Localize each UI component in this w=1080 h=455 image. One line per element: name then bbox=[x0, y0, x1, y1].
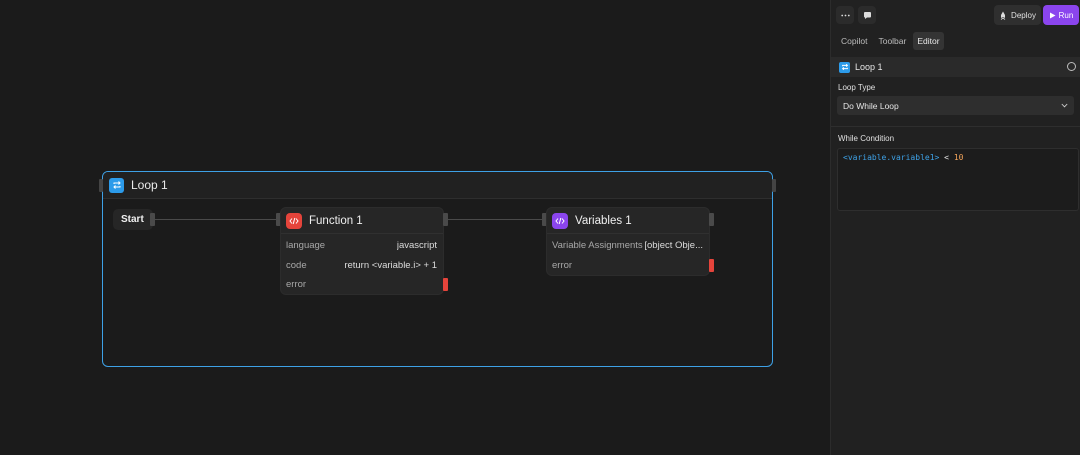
panel-tabs: Copilot Toolbar Editor bbox=[831, 30, 1080, 52]
row-key: code bbox=[286, 259, 307, 271]
loop-icon bbox=[839, 61, 850, 73]
start-label: Start bbox=[121, 214, 144, 225]
function-node-title: Function 1 bbox=[309, 214, 363, 227]
deploy-button[interactable]: Deploy bbox=[994, 5, 1041, 25]
locate-icon[interactable] bbox=[1067, 62, 1076, 71]
chat-bubble-icon[interactable] bbox=[858, 6, 876, 24]
row-value: [object Obje... bbox=[644, 240, 703, 252]
function-output-handle[interactable] bbox=[443, 213, 448, 226]
rocket-icon bbox=[1000, 11, 1006, 20]
variables-output-handle[interactable] bbox=[709, 213, 714, 226]
loop-type-label: Loop Type bbox=[838, 83, 876, 92]
divider bbox=[831, 126, 1080, 127]
row-value: javascript bbox=[396, 240, 437, 252]
workflow-canvas[interactable]: Loop 1 Start Function 1 language javascr… bbox=[0, 0, 830, 455]
code-icon bbox=[286, 212, 302, 229]
loop-type-select[interactable]: Do While Loop bbox=[837, 96, 1074, 115]
start-output-handle[interactable] bbox=[150, 213, 155, 226]
loop-output-handle[interactable] bbox=[772, 179, 776, 192]
tab-toolbar[interactable]: Toolbar bbox=[878, 36, 907, 46]
condition-operator: < bbox=[944, 153, 949, 162]
function-node-header[interactable]: Function 1 bbox=[281, 208, 443, 234]
variables-node[interactable]: Variables 1 Variable Assignments [object… bbox=[546, 207, 714, 276]
selected-block-name: Loop 1 bbox=[855, 62, 883, 72]
row-key: Variable Assignments bbox=[552, 240, 643, 252]
edge-start-function[interactable] bbox=[155, 219, 277, 220]
deploy-label: Deploy bbox=[1011, 10, 1036, 20]
tab-copilot[interactable]: Copilot bbox=[841, 36, 868, 46]
loop-input-handle[interactable] bbox=[99, 179, 103, 192]
row-key: error bbox=[552, 259, 573, 271]
row-key: language bbox=[286, 240, 326, 252]
run-button[interactable]: Run bbox=[1043, 5, 1079, 25]
while-condition-editor[interactable]: <variable.variable1> < 10 bbox=[837, 148, 1079, 211]
variables-node-title: Variables 1 bbox=[575, 214, 632, 227]
play-icon bbox=[1049, 12, 1056, 18]
function-input-handle[interactable] bbox=[276, 213, 281, 226]
editor-panel: Deploy Run Copilot Toolbar Editor Loop 1… bbox=[830, 0, 1080, 455]
code-icon bbox=[552, 212, 568, 229]
loop-icon bbox=[109, 177, 124, 193]
tab-editor[interactable]: Editor bbox=[913, 32, 944, 50]
condition-variable: <variable.variable1> bbox=[843, 153, 940, 162]
selected-block-header: Loop 1 bbox=[831, 57, 1080, 77]
row-value: return <variable.i> + 1 bbox=[344, 259, 437, 271]
edge-function-variables[interactable] bbox=[447, 219, 543, 220]
condition-value: 10 bbox=[953, 153, 964, 162]
loop-header[interactable]: Loop 1 bbox=[103, 172, 772, 199]
loop-type-value: Do While Loop bbox=[843, 100, 899, 111]
function-row-code: code return <variable.i> + 1 bbox=[281, 256, 443, 276]
variables-row-error: error bbox=[547, 256, 714, 276]
chevron-down-icon bbox=[1061, 103, 1068, 108]
run-label: Run bbox=[1058, 10, 1074, 20]
loop-title: Loop 1 bbox=[131, 178, 168, 192]
function-row-error: error bbox=[281, 275, 448, 295]
row-key: error bbox=[286, 279, 307, 291]
function-node[interactable]: Function 1 language javascript code retu… bbox=[280, 207, 448, 295]
variables-node-header[interactable]: Variables 1 bbox=[547, 208, 709, 234]
start-node[interactable]: Start bbox=[113, 209, 153, 230]
while-condition-label: While Condition bbox=[838, 134, 895, 143]
variables-input-handle[interactable] bbox=[542, 213, 547, 226]
more-dots-icon[interactable] bbox=[836, 6, 854, 24]
error-output-handle[interactable] bbox=[443, 278, 448, 291]
panel-topbar: Deploy Run bbox=[831, 0, 1080, 30]
function-row-language: language javascript bbox=[281, 236, 443, 256]
variables-row-assignments: Variable Assignments [object Obje... bbox=[547, 236, 709, 256]
error-output-handle[interactable] bbox=[709, 258, 714, 272]
